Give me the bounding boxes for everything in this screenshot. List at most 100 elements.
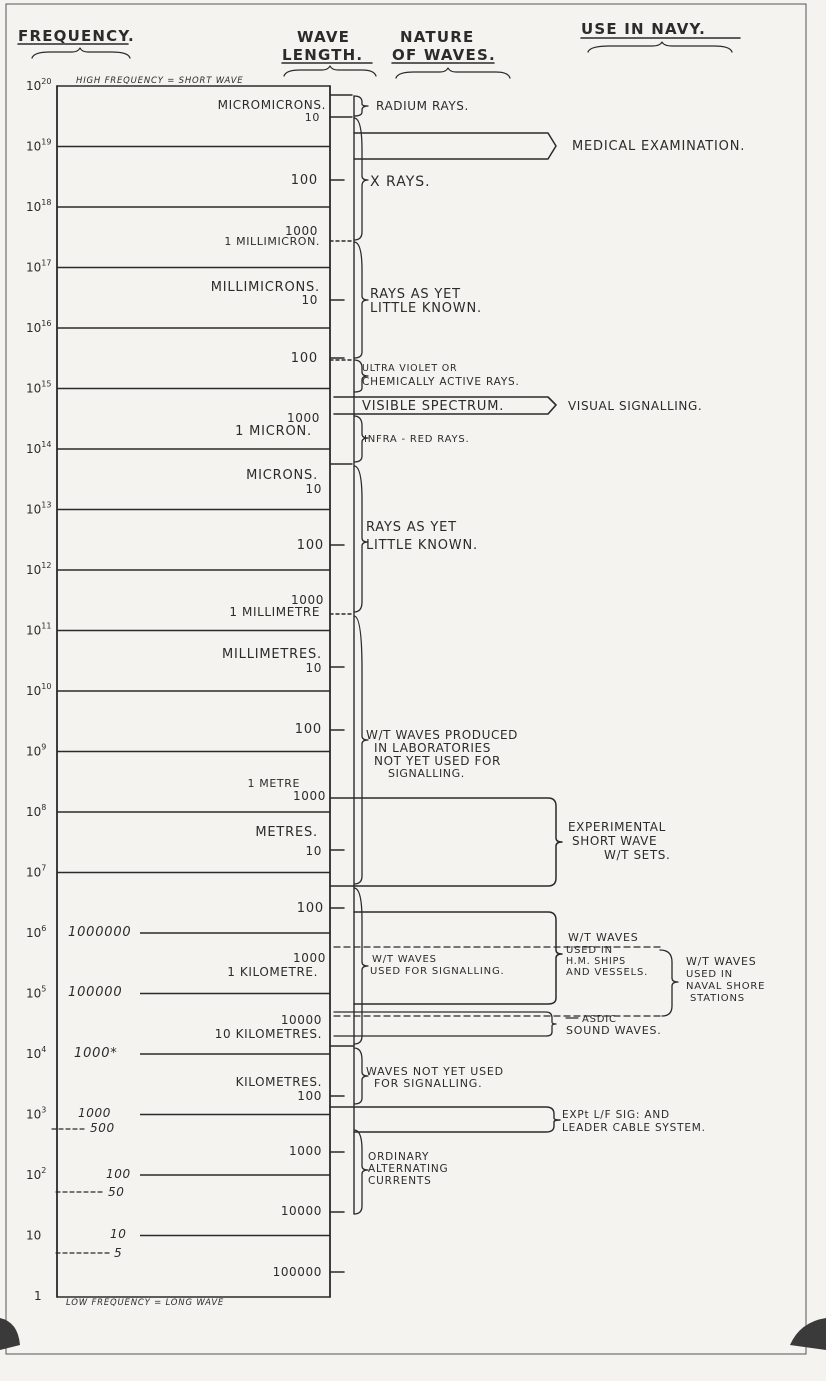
freq-number-1000-star: 1000* bbox=[74, 1046, 118, 1061]
brace-infra bbox=[353, 415, 369, 463]
use-shore-3: NAVAL SHORE bbox=[686, 981, 765, 992]
freq-label: 1011 bbox=[26, 622, 51, 638]
wl-1000f: 1000 bbox=[289, 1144, 322, 1158]
wl-millimicrons: MILLIMICRONS. bbox=[211, 280, 320, 295]
freq-label: 103 bbox=[26, 1106, 46, 1122]
header-nature-2: OF WAVES. bbox=[392, 46, 496, 64]
brace-lab bbox=[353, 615, 369, 885]
freq-label: 1010 bbox=[26, 682, 51, 698]
nature-uv-1: ULTRA VIOLET OR bbox=[362, 363, 457, 374]
freq-label: 1015 bbox=[26, 380, 51, 396]
use-leader-1: EXPt L/F SIG: AND bbox=[562, 1109, 670, 1121]
nature-lab-4: SIGNALLING. bbox=[388, 767, 465, 780]
wl-1000a: 1000 bbox=[285, 224, 318, 238]
wl-10d: 10 bbox=[306, 661, 322, 675]
use-shore-2: USED IN bbox=[686, 969, 733, 980]
decade-lines bbox=[57, 145, 330, 1237]
header-use-brace bbox=[587, 41, 733, 53]
freq-label: 102 bbox=[26, 1166, 46, 1182]
nature-little-known-2a: RAYS AS YET bbox=[366, 520, 457, 535]
wl-10a: 10 bbox=[305, 111, 320, 124]
use-exp-1: EXPERIMENTAL bbox=[568, 820, 666, 834]
freq-label: 1017 bbox=[26, 259, 51, 275]
medical-examination-arrow bbox=[353, 132, 557, 160]
brace-little-known-2 bbox=[353, 465, 369, 613]
freq-label: 1012 bbox=[26, 561, 51, 577]
nature-band-structure bbox=[329, 94, 355, 1215]
header-nature-brace bbox=[395, 67, 511, 79]
freq-number-10: 10 bbox=[110, 1227, 126, 1241]
asdic-bracket bbox=[333, 1011, 557, 1037]
freq-label: 1018 bbox=[26, 198, 51, 214]
nature-lab-1: W/T WAVES PRODUCED bbox=[366, 728, 518, 742]
wl-10000f: 10000 bbox=[281, 1204, 322, 1218]
nature-not-yet-2: FOR SIGNALLING. bbox=[374, 1077, 482, 1090]
wl-metres: METRES. bbox=[255, 825, 318, 840]
freq-label: 105 bbox=[26, 985, 46, 1001]
low-frequency-note: LOW FREQUENCY = LONG WAVE bbox=[66, 1298, 224, 1308]
use-ships-3: H.M. SHIPS bbox=[566, 956, 626, 967]
freq-label: 1016 bbox=[26, 319, 51, 335]
freq-label: 1014 bbox=[26, 440, 51, 456]
wl-one-millimicron: 1 MILLIMICRON. bbox=[224, 235, 320, 248]
wl-100a: 100 bbox=[291, 173, 318, 188]
nature-wt-sig-2: USED FOR SIGNALLING. bbox=[370, 966, 504, 977]
wl-one-metre: 1 METRE bbox=[248, 777, 300, 790]
freq-number-5: 5 bbox=[114, 1246, 122, 1260]
brace-ac bbox=[353, 1129, 369, 1215]
high-frequency-note: HIGH FREQUENCY = SHORT WAVE bbox=[76, 76, 243, 86]
wl-micromicrons: MICROMICRONS. bbox=[218, 98, 326, 112]
freq-number-100: 100 bbox=[106, 1167, 131, 1181]
wl-1000e: 1000 bbox=[293, 951, 326, 965]
nature-ac-2: ALTERNATING bbox=[368, 1163, 448, 1175]
corner-mark-left bbox=[0, 1318, 20, 1350]
use-shore-1: W/T WAVES bbox=[686, 955, 757, 968]
header-nature-1: NATURE bbox=[400, 28, 474, 46]
brace-not-yet bbox=[353, 1047, 369, 1105]
freq-label: 1019 bbox=[26, 138, 51, 154]
use-leader-2: LEADER CABLE SYSTEM. bbox=[562, 1122, 706, 1134]
use-medical: MEDICAL EXAMINATION. bbox=[572, 139, 745, 154]
header-use: USE IN NAVY. bbox=[581, 20, 706, 38]
brace-wt-signalling bbox=[353, 887, 369, 1045]
wavelength-labels: MICROMICRONS. 10 100 1000 1 MILLIMICRON.… bbox=[211, 98, 326, 1279]
header-frequency: FREQUENCY. bbox=[18, 27, 135, 45]
wl-kilometres: KILOMETRES. bbox=[236, 1075, 322, 1089]
nature-little-known-2b: LITTLE KNOWN. bbox=[366, 538, 478, 553]
use-visual: VISUAL SIGNALLING. bbox=[568, 399, 702, 413]
ships-bracket bbox=[353, 911, 563, 1005]
nature-uv-2: CHEMICALLY ACTIVE RAYS. bbox=[362, 376, 520, 388]
use-asdic-2: SOUND WAVES. bbox=[566, 1024, 662, 1037]
wl-100c: 100 bbox=[297, 538, 324, 553]
nature-xrays: X RAYS. bbox=[370, 174, 431, 190]
visible-spectrum-band bbox=[333, 396, 557, 415]
nature-braces bbox=[353, 95, 369, 1215]
use-ships-4: AND VESSELS. bbox=[566, 967, 648, 978]
wavelength-ticks bbox=[329, 179, 345, 1273]
wl-millimetres: MILLIMETRES. bbox=[222, 647, 322, 662]
page-frame bbox=[5, 3, 807, 1355]
nature-radium: RADIUM RAYS. bbox=[376, 99, 469, 113]
nature-little-known-1b: LITTLE KNOWN. bbox=[370, 301, 482, 316]
header-wavelength-2: LENGTH. bbox=[282, 46, 363, 64]
freq-label: 104 bbox=[26, 1045, 46, 1061]
nature-visible: VISIBLE SPECTRUM. bbox=[362, 399, 504, 414]
nature-ac-3: CURRENTS bbox=[368, 1175, 432, 1187]
freq-label: 1020 bbox=[26, 77, 51, 93]
freq-label: 1 bbox=[34, 1289, 42, 1303]
wl-one-millimetre: 1 MILLIMETRE bbox=[229, 605, 320, 619]
use-ships-2: USED IN bbox=[566, 945, 613, 956]
freq-number-1000000: 1000000 bbox=[68, 925, 132, 940]
wl-100e: 100 bbox=[297, 901, 324, 916]
freq-label: 1013 bbox=[26, 501, 51, 517]
wl-10e: 10 bbox=[306, 844, 322, 858]
brace-xrays bbox=[353, 117, 369, 241]
freq-number-500: 500 bbox=[90, 1121, 115, 1135]
wl-100d: 100 bbox=[295, 722, 322, 737]
nature-not-yet-1: WAVES NOT YET USED bbox=[366, 1065, 504, 1078]
header-frequency-brace bbox=[31, 47, 131, 59]
freq-label: 107 bbox=[26, 864, 46, 880]
experimental-bracket bbox=[329, 797, 563, 887]
